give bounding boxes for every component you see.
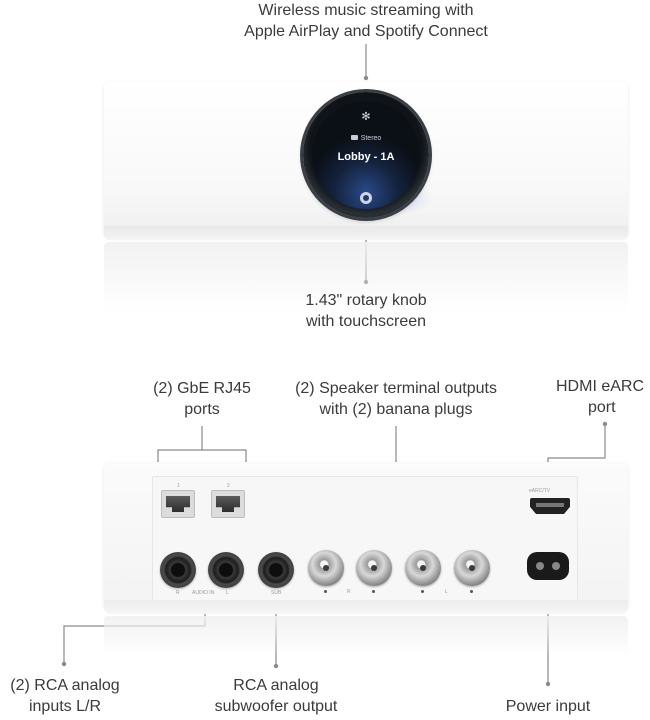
rca-right-label: R xyxy=(176,590,180,596)
rj45-port-2-number: 2 xyxy=(227,483,230,489)
knob-mode-text: Stereo xyxy=(360,135,382,142)
rca-sub-label: SUB xyxy=(271,590,282,596)
speaker-marker xyxy=(324,590,327,593)
power-input-socket[interactable] xyxy=(527,552,569,580)
rca-inputs-line-1: (2) RCA analog xyxy=(10,677,120,694)
rotary-knob-label: 1.43" rotary knob with touchscreen xyxy=(266,290,466,332)
knob-title: Lobby - 1A xyxy=(337,151,395,163)
subwoofer-line-2: subwoofer output xyxy=(214,698,338,715)
knob-line-2: with touchscreen xyxy=(305,313,427,330)
rj45-port-2[interactable] xyxy=(211,490,245,518)
knob-play-icon[interactable] xyxy=(360,192,372,204)
rj45-label: (2) GbE RJ45 ports xyxy=(132,378,272,420)
rotary-knob[interactable]: ✻ Stereo Lobby - 1A xyxy=(303,92,429,218)
rca-subwoofer-output[interactable] xyxy=(258,552,294,588)
speaker-terminal-2[interactable] xyxy=(356,550,392,586)
rca-left-label: L xyxy=(226,590,229,596)
front-reflection xyxy=(104,242,628,312)
speaker-marker xyxy=(372,590,375,593)
speaker-marker xyxy=(421,590,424,593)
power-line-1: Power input xyxy=(505,698,591,715)
knob-line-1: 1.43" rotary knob xyxy=(305,292,427,309)
rca-input-left[interactable] xyxy=(208,552,244,588)
gear-icon[interactable]: ✻ xyxy=(361,111,371,123)
hdmi-port-label: eARC/TV xyxy=(529,488,551,494)
rj45-line-1: (2) GbE RJ45 xyxy=(153,380,251,397)
speaker-terminal-3[interactable] xyxy=(405,550,441,586)
rj45-line-2: ports xyxy=(184,401,220,418)
back-device-base xyxy=(104,600,628,614)
hdmi-earc-port[interactable] xyxy=(530,498,570,514)
power-input-label: Power input xyxy=(488,696,608,717)
speaker-left-label: L xyxy=(445,589,448,595)
hdmi-label: HDMI eARC port xyxy=(556,376,650,418)
back-reflection xyxy=(104,616,628,656)
speaker-terminal-1[interactable] xyxy=(308,550,344,586)
knob-touchscreen[interactable]: ✻ Stereo Lobby - 1A xyxy=(312,101,420,209)
subwoofer-label: RCA analog subwoofer output xyxy=(196,675,356,717)
speaker-terminal-4[interactable] xyxy=(454,550,490,586)
subwoofer-line-1: RCA analog xyxy=(233,677,319,694)
wireless-line-1: Wireless music streaming with xyxy=(258,2,474,19)
speaker-right-label: R xyxy=(347,589,351,595)
speaker-line-1: (2) Speaker terminal outputs xyxy=(295,380,497,397)
rca-audio-in-label: AUDIO IN xyxy=(192,590,215,596)
rj45-port-1[interactable] xyxy=(161,490,195,518)
rj45-port-1-number: 1 xyxy=(177,483,180,489)
wireless-line-2: Apple AirPlay and Spotify Connect xyxy=(244,23,488,40)
wireless-streaming-label: Wireless music streaming with Apple AirP… xyxy=(216,0,516,42)
rca-input-right[interactable] xyxy=(160,552,196,588)
speaker-terminal-label: (2) Speaker terminal outputs with (2) ba… xyxy=(276,378,516,420)
front-device-base xyxy=(104,226,628,240)
hdmi-line-1: HDMI eARC xyxy=(556,378,645,395)
rca-inputs-label: (2) RCA analog inputs L/R xyxy=(0,675,130,717)
knob-mode: Stereo xyxy=(312,135,420,142)
speaker-line-2: with (2) banana plugs xyxy=(319,401,473,418)
hdmi-line-2: port xyxy=(588,399,616,416)
speaker-mode-icon xyxy=(350,135,358,140)
rca-inputs-line-2: inputs L/R xyxy=(28,698,102,715)
speaker-marker xyxy=(470,590,473,593)
